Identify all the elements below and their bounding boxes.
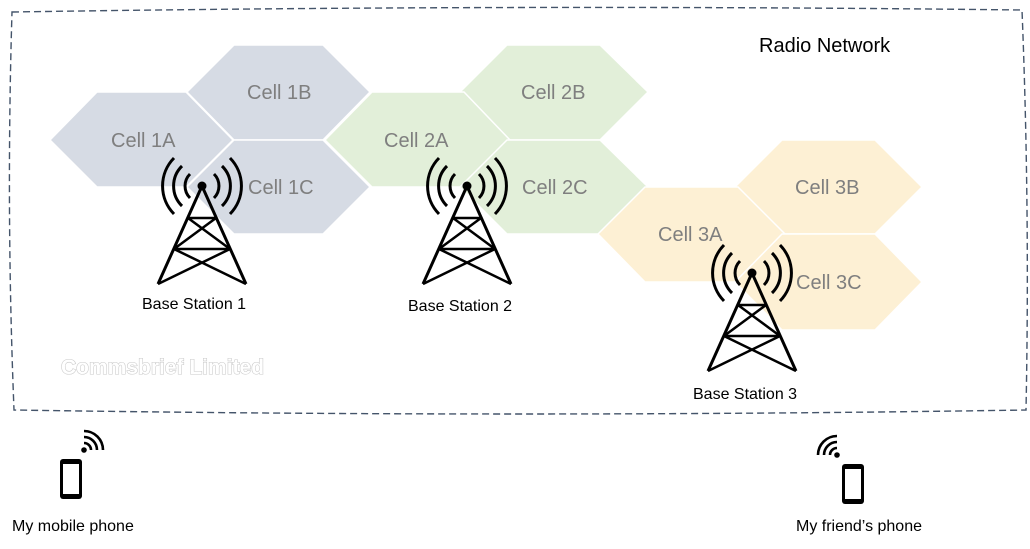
cell-3a-label: Cell 3A [658,224,723,246]
cell-1a-label: Cell 1A [111,130,176,152]
radio-network-boundary [8,6,1029,415]
my-mobile-phone: My mobile phone [12,429,134,535]
base-station-3: Base Station 3 [693,243,798,403]
my-mobile-phone-label: My mobile phone [12,518,134,535]
cell-2b-label: Cell 2B [521,82,585,104]
wifi-signal-icon [81,429,105,453]
cell-2c-label: Cell 2C [522,177,588,199]
mobile-phone-icon [60,459,82,499]
cell-3c-label: Cell 3C [796,272,862,294]
base-station-1: Base Station 1 [142,156,248,313]
base-station-2-label: Base Station 2 [408,298,512,315]
watermark: Commsbrief Limited [61,356,264,379]
cell-1b-label: Cell 1B [247,82,311,104]
cells-layer [48,44,924,331]
base-station-1-label: Base Station 1 [142,296,246,313]
cell-3b-label: Cell 3B [795,177,859,199]
cell-2a-label: Cell 2A [384,130,449,152]
wifi-signal-icon [816,434,840,458]
friends-phone-label: My friend’s phone [796,518,922,535]
network-title: Radio Network [759,35,891,57]
mobile-phone-icon [842,464,864,504]
base-station-2: Base Station 2 [408,156,513,315]
cell-1c-label: Cell 1C [248,177,314,199]
cell-3c [733,233,924,331]
base-station-3-label: Base Station 3 [693,386,797,403]
friends-phone: My friend’s phone [796,434,922,535]
cell-labels: Cell 1A Cell 1B Cell 1C Cell 2A Cell 2B … [111,82,862,294]
